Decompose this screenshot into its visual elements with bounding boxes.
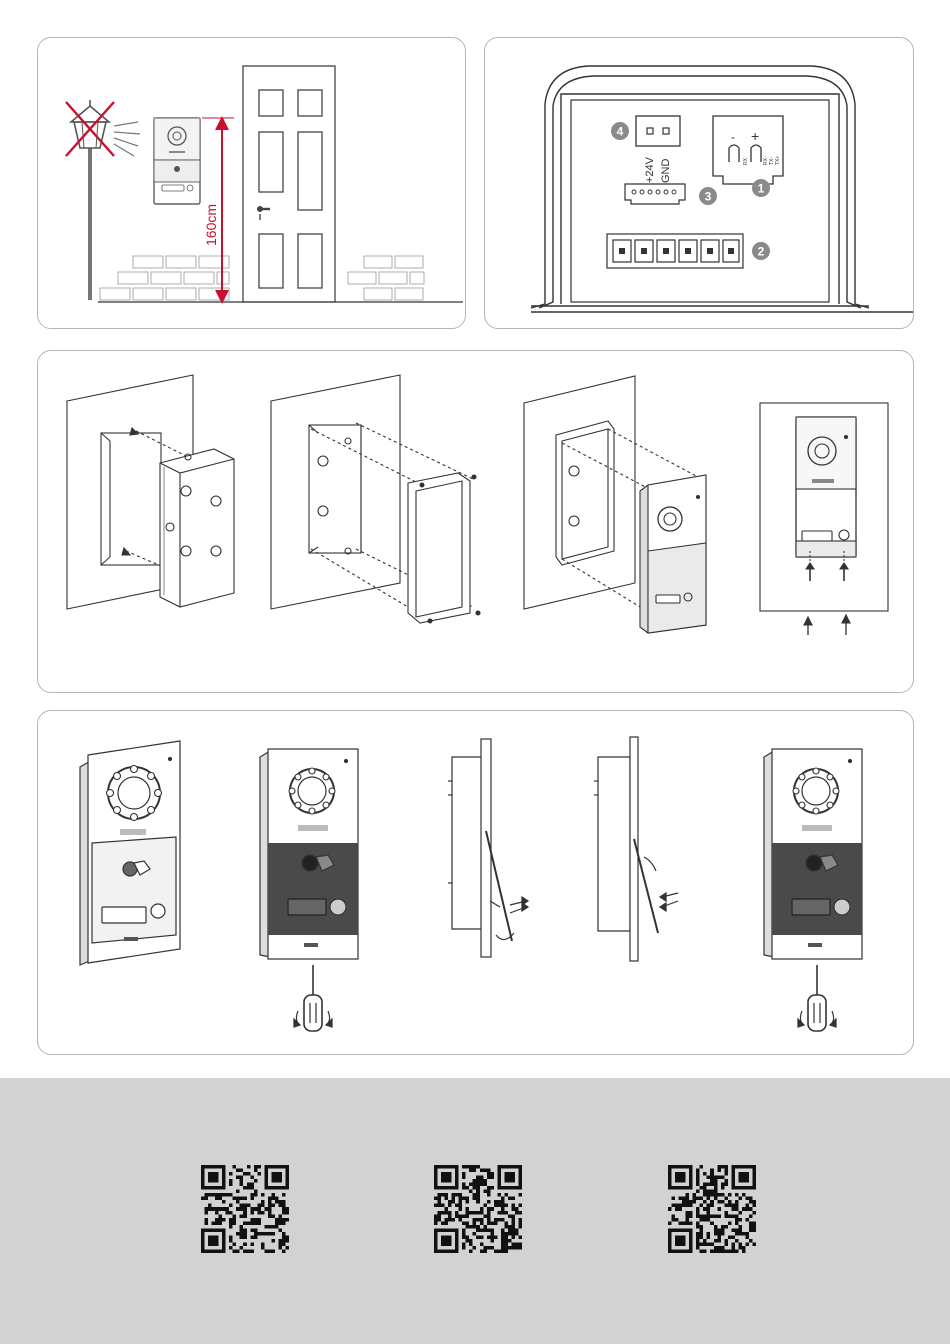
finishing-steps-illustration (38, 711, 914, 1055)
screw-terminal-block (607, 234, 743, 268)
panel-finishing-steps (37, 710, 914, 1055)
connector-illustration: +24V GND - + RX RX- TX- TX+ (485, 38, 914, 329)
height-label: 160cm (203, 204, 219, 246)
qr-code-3[interactable] (668, 1165, 756, 1253)
pin-header (625, 184, 685, 204)
station-front-tighten (764, 749, 862, 1031)
step1-back-box-into-wall (67, 375, 234, 609)
callout-4: 4 (611, 122, 629, 140)
svg-text:2: 2 (758, 245, 765, 259)
side-view-insert-panel (594, 737, 678, 961)
svg-text:1: 1 (758, 182, 765, 196)
polarity-minus: - (731, 130, 735, 144)
callout-1: 1 (752, 179, 770, 197)
bus-pin-rx: RX (743, 157, 749, 165)
installation-steps-illustration (38, 351, 914, 693)
plus24v-label: +24V (644, 156, 656, 183)
panel-mounting-height: 160cm (37, 37, 466, 329)
qr-code-2[interactable] (434, 1165, 522, 1253)
power-terminal: +24V GND (636, 116, 680, 183)
door-icon (243, 66, 335, 302)
svg-text:4: 4 (617, 125, 624, 139)
step4-station-pushed-up (760, 403, 888, 635)
door-station-small (154, 118, 200, 204)
callout-2: 2 (752, 242, 770, 260)
side-view-remove-panel (448, 739, 528, 957)
footer-qr-section (0, 1078, 950, 1344)
step3-station-into-frame (524, 376, 706, 633)
bus-pin-tx-plus: TX+ (775, 156, 781, 165)
brick-wall-right (348, 256, 424, 300)
svg-text:3: 3 (705, 190, 712, 204)
gnd-label: GND (660, 159, 672, 184)
brick-wall-left (100, 256, 229, 300)
step2-frame-onto-box (271, 375, 480, 623)
station-front-unscrew (260, 749, 358, 1031)
callout-3: 3 (699, 187, 717, 205)
station-perspective-view (80, 741, 180, 965)
mounting-height-illustration: 160cm (38, 38, 466, 329)
qr-code-1[interactable] (201, 1165, 289, 1253)
housing-outline (531, 66, 914, 312)
panel-connector-terminal: +24V GND - + RX RX- TX- TX+ (484, 37, 914, 329)
panel-installation-steps (37, 350, 914, 693)
bus-terminal: - + RX RX- TX- TX+ (713, 116, 783, 184)
lantern-icon (66, 100, 140, 300)
polarity-plus: + (751, 128, 759, 144)
